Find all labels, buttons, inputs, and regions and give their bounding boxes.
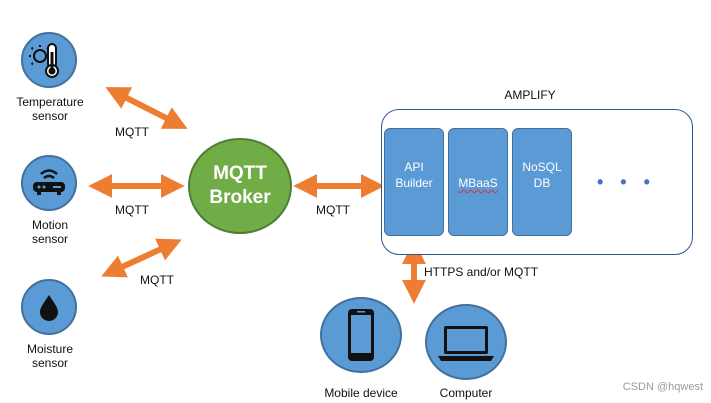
- motion-sensor-icon: [33, 169, 65, 195]
- motion-sensor-node: [21, 155, 77, 211]
- computer-label: Computer: [439, 386, 493, 400]
- amplify-title: AMPLIFY: [504, 88, 556, 102]
- watermark: CSDN @hqwest: [622, 381, 703, 393]
- laptop-icon: [438, 326, 494, 361]
- more-services-ellipsis: • • •: [597, 172, 656, 192]
- mbaas-label: MBaaS: [458, 176, 498, 190]
- moisture-sensor-label: Moisture sensor: [26, 342, 73, 370]
- moisture-link-label: MQTT: [140, 273, 174, 287]
- motion-link-label: MQTT: [115, 203, 149, 217]
- moisture-sensor-node: [21, 279, 77, 335]
- nosql-db-block: NoSQL DB: [512, 128, 572, 236]
- arrow-moisture-broker: [101, 238, 182, 278]
- broker-title-line2: Broker: [209, 187, 271, 208]
- amplify-devices-link-label: HTTPS and/or MQTT: [424, 265, 539, 279]
- temperature-sensor-label: Temperature sensor: [16, 95, 84, 123]
- mobile-device-label: Mobile device: [324, 386, 398, 400]
- mbaas-block: MBaaS: [448, 128, 508, 236]
- smartphone-icon: [348, 309, 374, 361]
- temperature-sensor-node: [21, 32, 77, 88]
- broker-amplify-link-label: MQTT: [316, 203, 350, 217]
- temperature-link-label: MQTT: [115, 125, 149, 139]
- api-builder-block: API Builder: [384, 128, 444, 236]
- motion-sensor-label: Motion sensor: [31, 218, 69, 246]
- thermometer-icon: [29, 43, 59, 78]
- mobile-device-node: [320, 297, 402, 373]
- arrow-temperature-broker: [105, 87, 188, 129]
- broker-title-line1: MQTT: [213, 163, 267, 184]
- mqtt-broker-node: MQTT Broker: [188, 138, 292, 234]
- computer-node: [425, 304, 507, 380]
- water-drop-icon: [40, 295, 58, 321]
